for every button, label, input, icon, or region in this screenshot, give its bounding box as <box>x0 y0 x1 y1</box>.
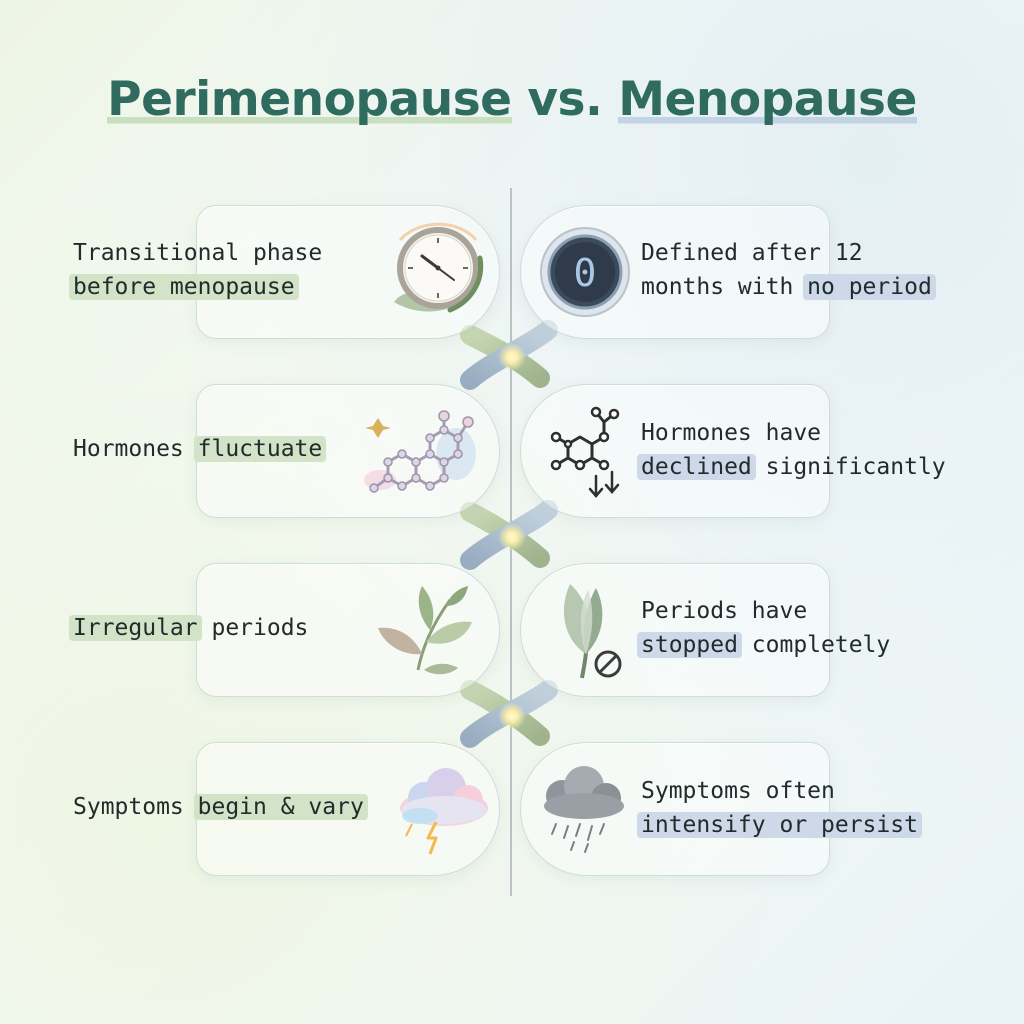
text-line: stopped completely <box>637 628 891 662</box>
page-title: Perimenopause vs. Menopause <box>0 72 1024 127</box>
text-line: months with no period <box>641 270 936 304</box>
highlight-green: Irregular <box>69 615 202 641</box>
text-line: Symptoms often <box>641 778 835 804</box>
menopause-symptoms-text: Symptoms often intensify or persist <box>637 774 922 842</box>
card-menopause-hormones <box>520 384 830 518</box>
menopause-periods-text: Periods have stopped completely <box>637 594 891 662</box>
closed-bud-icon <box>530 570 650 690</box>
glow-dot-1 <box>498 343 526 371</box>
perimenopause-phase-text: Transitional phase before menopause <box>69 236 323 304</box>
highlight-blue: intensify or persist <box>637 812 922 838</box>
title-separator: vs. <box>511 72 619 127</box>
highlight-blue: no period <box>803 274 936 300</box>
title-menopause: Menopause <box>618 72 917 127</box>
menopause-defined-text: Defined after 12 months with no period <box>641 236 936 304</box>
glow-dot-3 <box>498 702 526 730</box>
text-segment: Hormones <box>73 436 198 462</box>
menopause-hormones-text: Hormones have declined significantly <box>637 416 946 484</box>
text-segment: months with <box>641 274 808 300</box>
text-line: before menopause <box>69 270 322 304</box>
perimenopause-hormones-text: Hormones fluctuate <box>73 432 327 466</box>
text-line: Defined after 12 <box>641 240 863 266</box>
perimenopause-symptoms-text: Symptoms begin & vary <box>73 790 368 824</box>
text-line: Hormones have <box>641 420 822 446</box>
text-segment: completely <box>737 632 891 658</box>
timer-zero-icon: 0 <box>530 210 650 330</box>
leaf-branch-icon <box>368 570 488 690</box>
text-line: declined significantly <box>637 450 946 484</box>
timer-digit: 0 <box>574 251 597 295</box>
text-line: intensify or persist <box>637 808 922 842</box>
rain-cloud-icon <box>526 750 646 870</box>
storm-cloud-icon <box>384 750 504 870</box>
glow-dot-2 <box>498 523 526 551</box>
highlight-green: fluctuate <box>193 436 327 462</box>
highlight-blue: stopped <box>637 632 742 658</box>
highlight-green: begin & vary <box>193 794 368 820</box>
declining-molecule-icon <box>530 392 650 512</box>
text-line: Transitional phase <box>73 240 323 266</box>
highlight-green: before menopause <box>69 274 299 300</box>
title-perimenopause: Perimenopause <box>107 72 512 127</box>
text-segment: Symptoms <box>73 794 198 820</box>
highlight-blue: declined <box>637 454 756 480</box>
perimenopause-periods-text: Irregular periods <box>69 611 309 645</box>
text-segment: significantly <box>751 454 946 480</box>
text-segment: periods <box>197 615 309 641</box>
text-line: Periods have <box>641 598 808 624</box>
hormone-molecule-icon <box>360 392 480 512</box>
clock-icon <box>380 210 500 330</box>
